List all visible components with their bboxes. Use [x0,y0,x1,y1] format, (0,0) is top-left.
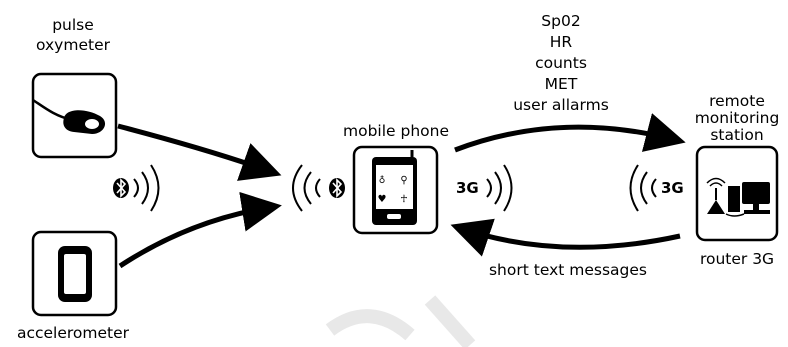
pulse-oximeter-device [31,72,118,159]
uplink-item: Sp02 [541,12,580,30]
router-3g-label: router 3G [700,250,774,268]
station-label-3: station [710,126,763,144]
station-to-phone-arrow [450,218,681,257]
signal-waves-icon [292,164,321,212]
oximeter-to-phone-arrow [117,123,282,181]
phone-icon: ♁ ⚲ ♥ ☥ [372,150,417,225]
uplink-item: user allarms [513,96,609,114]
station-label-2: monitoring [695,109,780,127]
mobile-phone-label: mobile phone [343,122,449,140]
bluetooth-icon [329,178,345,198]
mobile-phone-device: ♁ ⚲ ♥ ☥ [352,145,439,235]
bluetooth-icon [113,178,129,198]
signal-waves-icon [486,164,513,212]
uplink-item: MET [545,75,578,93]
watermark [325,295,476,347]
people-icon: ☥ [400,194,407,205]
downlink-label: short text messages [489,261,647,279]
pulse-oximeter-label-2: oxymeter [36,36,111,54]
station-label-1: remote [709,92,765,110]
station-3g-tag: 3G [661,179,684,197]
remote-station-device [695,145,779,242]
computer-icon [725,182,770,217]
router-icon [706,177,726,214]
accelerometer-to-phone-arrow [118,191,282,269]
uplink-data-list: Sp02 HR counts MET user allarms [513,12,609,114]
signal-waves-icon [629,164,657,212]
lungs-icon: ♁ [379,175,386,186]
sensors-bluetooth [113,164,160,212]
phone-bluetooth [292,164,345,212]
oximeter-clip-icon [63,110,106,134]
accelerometer-device [31,230,118,317]
uplink-item: counts [535,54,587,72]
phone-to-station-arrow [454,113,686,153]
phone-3g-tag: 3G [456,179,479,197]
pulse-oximeter-label-1: pulse [52,16,94,34]
heart-icon: ♥ [378,194,387,205]
walking-icon: ⚲ [400,175,407,186]
uplink-item: HR [550,33,573,51]
accelerometer-label: accelerometer [17,324,130,342]
signal-waves-icon [133,164,160,212]
